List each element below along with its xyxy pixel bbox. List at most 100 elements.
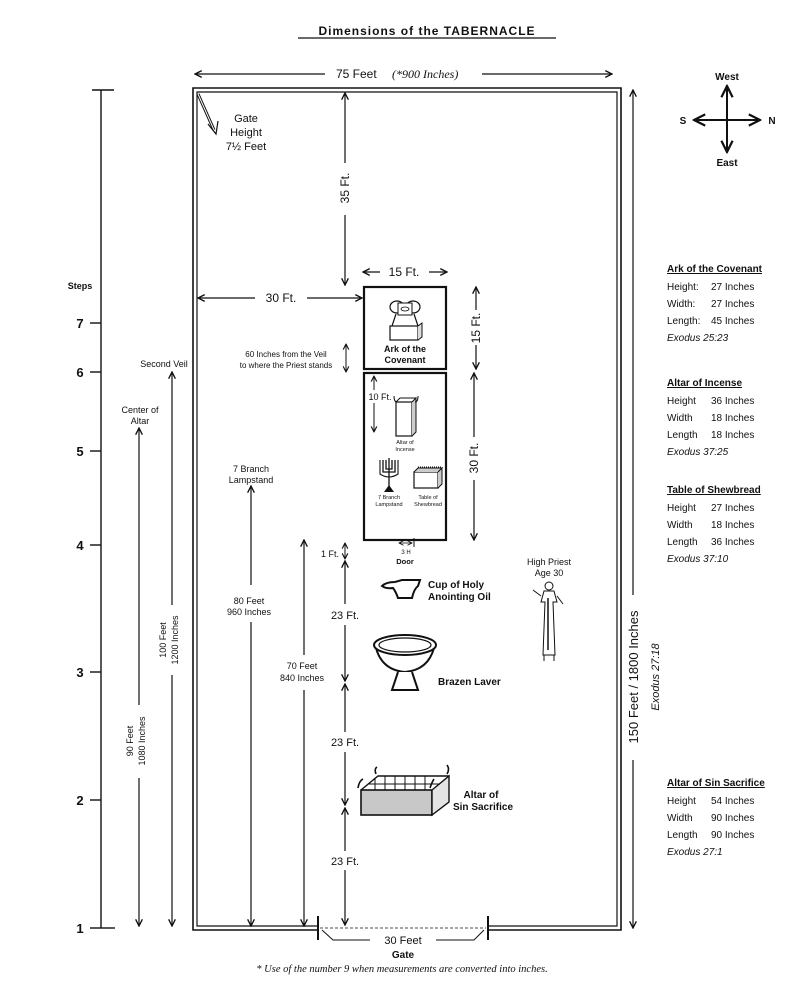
dim-23ft-b: 23 Ft. — [331, 684, 359, 805]
panel-key: Length — [667, 430, 698, 441]
panel-key: Width — [667, 520, 693, 531]
dim-10ft: 10 Ft. — [368, 376, 392, 432]
center-altar-label-1: Center of — [121, 405, 159, 415]
panel-key: Width: — [667, 299, 696, 310]
sin-altar-label-2: Sin Sacrifice — [453, 802, 513, 813]
lampstand-icon — [379, 458, 399, 492]
label-1ft: 1 Ft. — [321, 549, 339, 559]
d90-inches: 1080 Inches — [137, 716, 147, 766]
compass-west: West — [715, 72, 739, 83]
compass: West East S N — [680, 72, 776, 169]
high-priest-icon — [532, 581, 564, 661]
panel-key: Height — [667, 396, 696, 407]
panel-key: Height — [667, 503, 696, 514]
dim-15ft-side: 15 Ft. — [469, 287, 483, 369]
panel-key: Length — [667, 537, 698, 548]
panel-key: Length — [667, 830, 698, 841]
d90-feet: 90 Feet — [125, 725, 135, 756]
panel-value: 36 Inches — [711, 537, 755, 548]
cup-label-2: Anointing Oil — [428, 592, 491, 603]
anointing-oil-cup-icon — [380, 579, 422, 599]
dim-23ft-c: 23 Ft. — [331, 808, 359, 925]
panel-ref: Exodus 37:25 — [667, 447, 729, 458]
panel-row: Height 27 Inches — [667, 500, 802, 517]
spec-panel-ark: Ark of the Covenant Height: 27 Inches Wid… — [667, 261, 802, 347]
incense-label-2: Incense — [395, 447, 414, 453]
panel-key: Width — [667, 813, 693, 824]
gate-height-line1: Gate — [234, 113, 258, 125]
high-priest-label-1: High Priest — [527, 557, 572, 567]
width-dimension: 75 Feet (*900 Inches) — [195, 67, 612, 81]
width-feet: 75 Feet — [336, 67, 377, 81]
step-label: 5 — [76, 444, 83, 459]
lampstand-label-1: 7 Branch — [378, 495, 400, 501]
ark-of-covenant-icon — [389, 300, 423, 341]
d100-feet: 100 Feet — [158, 622, 168, 658]
panel-key: Height: — [667, 282, 699, 293]
gate-label: Gate — [392, 950, 415, 961]
panel-row: Length:45 Inches — [667, 313, 802, 330]
label-15ft-side: 15 Ft. — [469, 313, 483, 344]
label-35ft: 35 Ft. — [338, 173, 352, 204]
label-15ft-top: 15 Ft. — [389, 265, 420, 279]
dim-23ft-a: 23 Ft. — [331, 561, 359, 681]
panel-value: 90 Inches — [711, 830, 755, 841]
d70-inches: 840 Inches — [280, 673, 325, 683]
laver-label: Brazen Laver — [438, 677, 501, 688]
panel-row: Width: 27 Inches — [667, 296, 802, 313]
ark-label-1: Ark of the — [384, 344, 426, 354]
panel-value: 54 Inches — [711, 796, 755, 807]
holy-place — [362, 371, 448, 542]
step-label: 3 — [76, 665, 83, 680]
table-of-shewbread-icon — [413, 466, 444, 489]
panel-row: Length 90 Inches — [667, 827, 802, 844]
panel-ref: Exodus 25:23 — [667, 333, 729, 344]
d70-feet: 70 Feet — [287, 661, 318, 671]
length-ref: Exodus 27:18 — [650, 642, 662, 710]
lampstand-ref-2: Lampstand — [229, 475, 274, 485]
gate: 30 Feet Gate — [320, 927, 486, 961]
label-30ft-holy: 30 Ft. — [467, 443, 481, 474]
high-priest-label-2: Age 30 — [535, 568, 564, 578]
gate-height-line2: Height — [230, 127, 262, 139]
panel-value: 27 Inches — [711, 299, 755, 310]
step-label: 7 — [76, 316, 83, 331]
panel-value: 27 Inches — [711, 503, 755, 514]
panel-value: 27 Inches — [711, 282, 755, 293]
d80-inches: 960 Inches — [227, 607, 272, 617]
veil-note-2: to where the Priest stands — [240, 361, 333, 370]
second-veil-label: Second Veil — [140, 359, 188, 369]
altar-of-sin-sacrifice-icon — [357, 764, 450, 817]
gate-height: Gate Height 7½ Feet — [196, 93, 266, 153]
cup-label-1: Cup of Holy — [428, 580, 485, 591]
sin-altar-label-1: Altar of — [464, 790, 500, 801]
dim-30ft-side: 30 Ft. — [198, 291, 362, 305]
length-label: 150 Feet / 1800 Inches — [626, 610, 641, 743]
altar-of-incense-icon — [393, 395, 419, 437]
panel-value: 45 Inches — [711, 316, 755, 327]
d80-feet: 80 Feet — [234, 596, 265, 606]
footnote: * Use of the number 9 when measurements … — [256, 964, 547, 975]
lampstand-ref-1: 7 Branch — [233, 464, 269, 474]
panel-title: Ark of the Covenant — [667, 264, 763, 275]
panel-ref: Exodus 27:1 — [667, 847, 723, 858]
panel-title: Altar of Sin Sacrifice — [667, 778, 765, 789]
dim-35ft: 35 Ft. — [338, 93, 352, 285]
veil-note-1: 60 Inches from the Veil — [245, 350, 327, 359]
courtyard-wall — [192, 87, 622, 940]
dim-90ft: 90 Feet 1080 Inches — [125, 428, 147, 926]
door-label: Door — [396, 557, 414, 566]
panel-row: Length 36 Inches — [667, 534, 802, 551]
compass-south: S — [680, 116, 687, 127]
step-label: 2 — [76, 793, 83, 808]
panel-value: 18 Inches — [711, 413, 755, 424]
